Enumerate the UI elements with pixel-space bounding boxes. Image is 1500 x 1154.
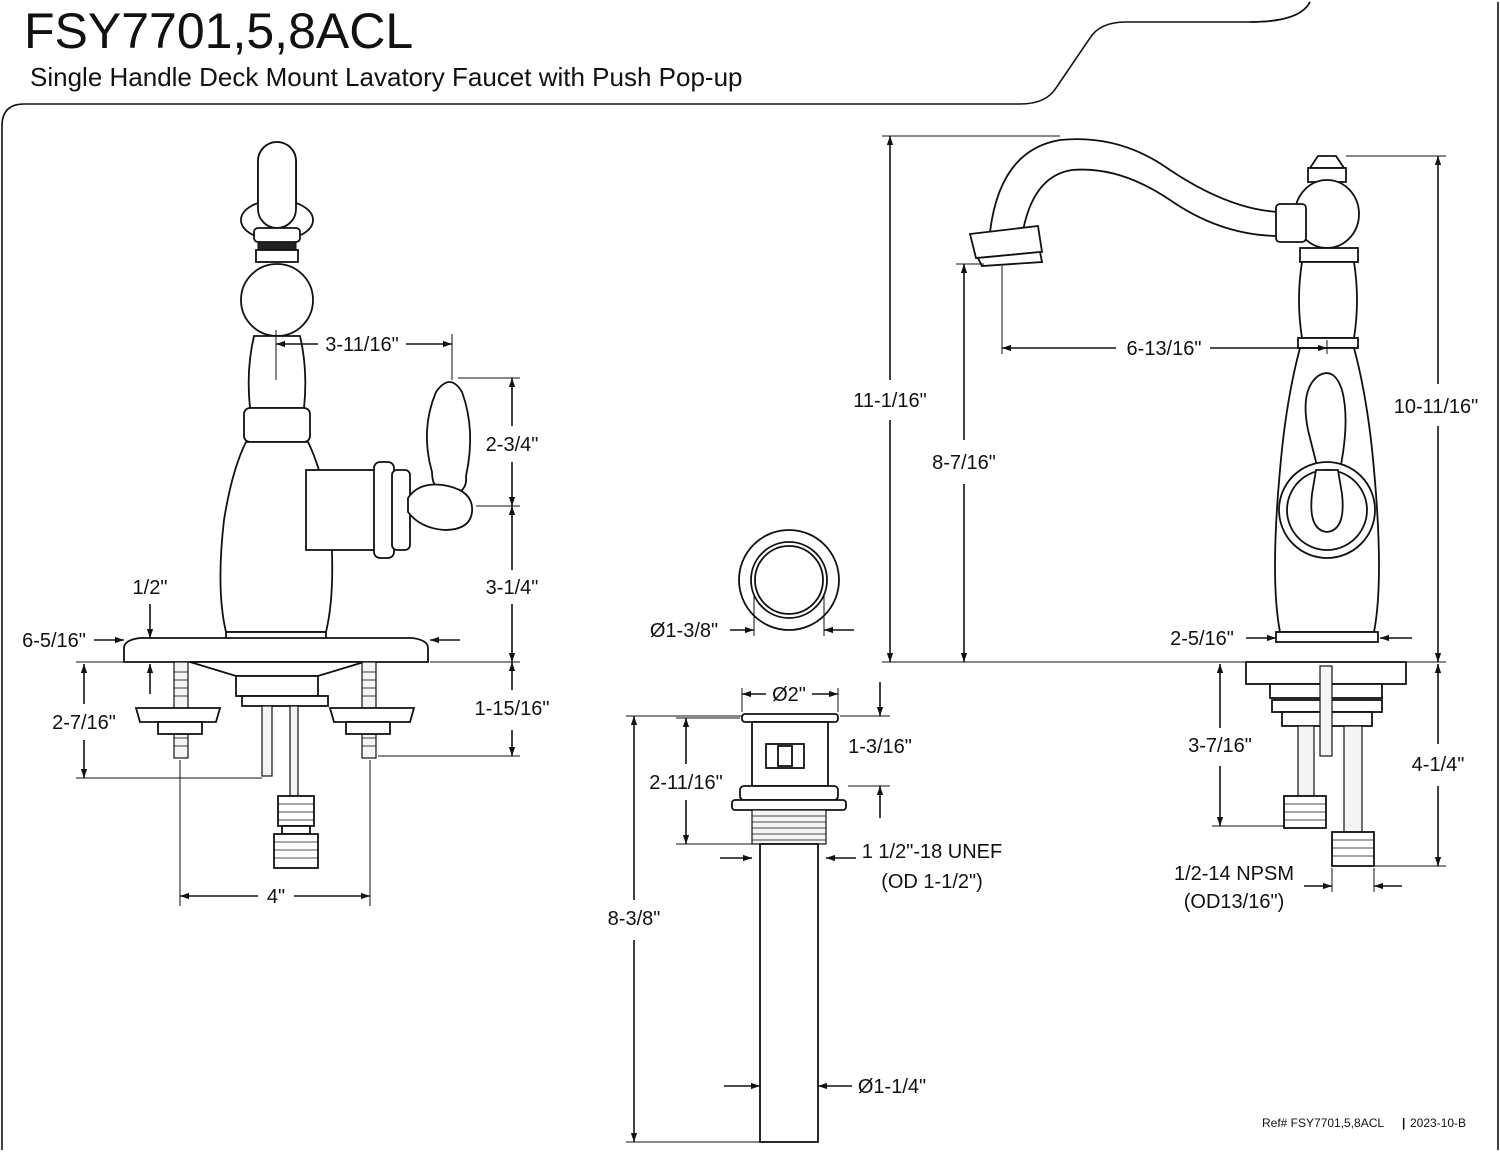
dim-connection-od: (OD13/16") bbox=[1184, 891, 1284, 913]
front-view-faucet bbox=[123, 141, 473, 869]
footer-separator: | bbox=[1402, 1116, 1405, 1130]
dim-side-base-width: 2-5/16" bbox=[1170, 628, 1234, 650]
dim-supply-length: 3-7/16" bbox=[1188, 735, 1252, 757]
product-subtitle: Single Handle Deck Mount Lavatory Faucet… bbox=[30, 62, 743, 92]
dim-connection: 1/2-14 NPSM bbox=[1174, 863, 1294, 885]
dim-body-height: 3-1/4" bbox=[486, 577, 539, 599]
dim-handle-height: 2-3/4" bbox=[486, 434, 539, 456]
footer-date: 2023-10-B bbox=[1410, 1116, 1466, 1130]
dim-deck-thickness: 1/2" bbox=[133, 577, 168, 599]
frame-tab-edge bbox=[1249, 1, 1311, 23]
dim-spout-height: 8-7/16" bbox=[932, 452, 996, 474]
dim-spout-reach: 6-13/16" bbox=[1127, 338, 1202, 360]
dim-handle-top-height: 10-11/16" bbox=[1394, 396, 1479, 418]
dim-thread-od: (OD 1-1/2") bbox=[881, 871, 983, 893]
dim-drain-overall-length: 8-3/8" bbox=[608, 908, 661, 930]
drain-cap bbox=[738, 529, 840, 631]
dim-tail-length: 4-1/4" bbox=[1412, 754, 1465, 776]
dim-drain-body-length: 2-11/16" bbox=[649, 772, 722, 794]
dim-flange-height: 1-3/16" bbox=[848, 736, 912, 758]
side-view-faucet bbox=[968, 138, 1407, 867]
dim-thread: 1 1/2"-18 UNEF bbox=[862, 841, 1003, 863]
footer-ref: Ref# FSY7701,5,8ACL bbox=[1262, 1116, 1384, 1130]
dimension-lines bbox=[76, 135, 1446, 1143]
dim-center-spread: 4" bbox=[267, 886, 285, 908]
drain-body bbox=[731, 713, 847, 1143]
dim-handle-reach: 3-11/16" bbox=[325, 334, 398, 356]
dim-cap-diameter: Ø1-3/8" bbox=[650, 620, 718, 642]
dim-tail-diameter: Ø1-1/4" bbox=[858, 1076, 926, 1098]
dim-base-diameter: 6-5/16" bbox=[22, 630, 86, 652]
dim-shank-length: 2-7/16" bbox=[52, 712, 116, 734]
model-number: FSY7701,5,8ACL bbox=[24, 3, 413, 59]
dim-lower-length: 1-15/16" bbox=[475, 698, 550, 720]
dim-flange-diameter: Ø2" bbox=[772, 684, 806, 706]
dim-overall-height: 11-1/16" bbox=[853, 390, 926, 412]
